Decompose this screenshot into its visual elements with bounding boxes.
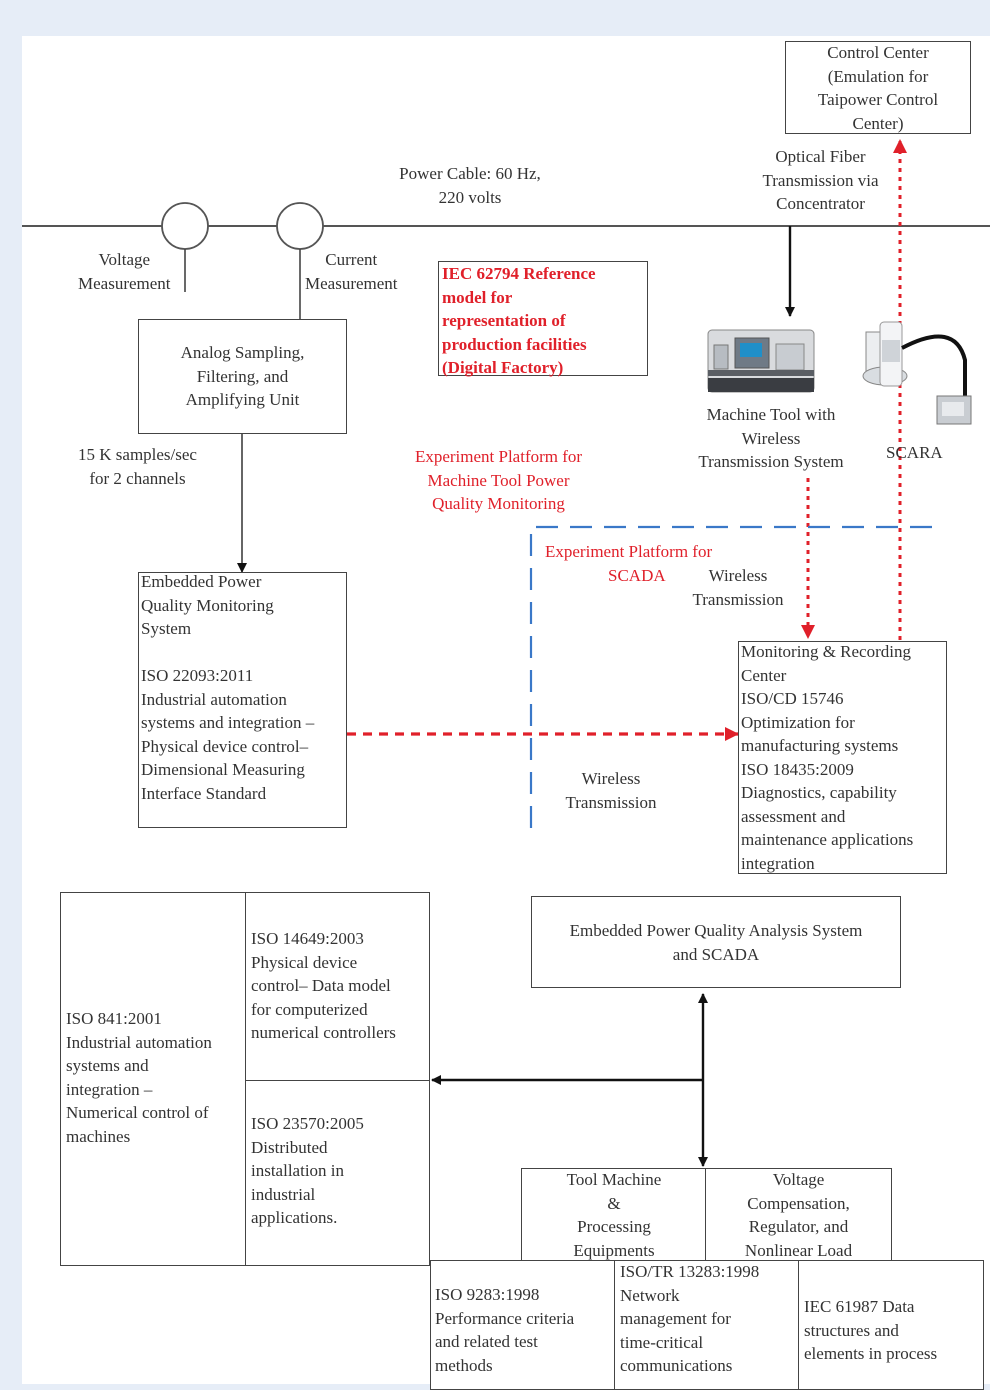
scara-robot-image <box>862 321 972 425</box>
tool-machine-label: Tool Machine & Processing Equipments <box>566 1170 662 1260</box>
iso841-label: ISO 841:2001 Industrial automation syste… <box>66 1009 212 1146</box>
power-cable-label: Power Cable: 60 Hz, 220 volts <box>399 164 541 207</box>
iec61987-box <box>798 1260 984 1390</box>
analog-unit-label: Analog Sampling, Filtering, and Amplifyi… <box>180 343 305 409</box>
iec61987-label: IEC 61987 Data structures and elements i… <box>804 1297 938 1363</box>
iso841-box <box>60 892 247 1266</box>
iso9283-label: ISO 9283:1998 Performance criteria and r… <box>435 1285 575 1375</box>
wireless-top-label: Wireless Transmission <box>692 566 784 609</box>
scara-label: SCARA <box>886 443 943 462</box>
voltage-compensation-label: Voltage Compensation, Regulator, and Non… <box>744 1170 853 1260</box>
voltage-compensation-box <box>705 1168 892 1262</box>
samples-label: 15 K samples/sec for 2 channels <box>78 445 197 488</box>
wireless-mid-label: Wireless Transmission <box>565 769 657 812</box>
machine-tool-image <box>707 329 815 393</box>
iso14649-label: ISO 14649:2003 Physical device control– … <box>251 929 396 1042</box>
iso9283-box <box>430 1260 616 1390</box>
iso13283-box <box>614 1260 800 1390</box>
machine-tool-label: Machine Tool with Wireless Transmission … <box>698 405 844 471</box>
iso14649-box <box>245 892 430 1082</box>
control-center-box <box>785 41 971 134</box>
iso23570-label: ISO 23570:2005 Distributed installation … <box>251 1114 364 1227</box>
current-sensor-circle <box>276 202 324 250</box>
platform-scada-label-line1: Experiment Platform for <box>545 542 713 561</box>
iso23570-box <box>245 1080 430 1266</box>
embedded-system-label: Embedded Power Quality Monitoring System… <box>141 572 315 803</box>
analog-unit-box <box>138 319 347 434</box>
analysis-system-label: Embedded Power Quality Analysis System a… <box>569 921 863 964</box>
monitoring-center-label: Monitoring & Recording Center ISO/CD 157… <box>741 642 914 873</box>
voltage-sensor-circle <box>161 202 209 250</box>
tool-machine-box <box>521 1168 707 1262</box>
current-measurement-label: Current Measurement <box>305 250 398 293</box>
optical-fiber-label: Optical Fiber Transmission via Concentra… <box>762 147 879 213</box>
monitoring-center-box <box>738 641 947 874</box>
platform-power-label: Experiment Platform for Machine Tool Pow… <box>414 447 583 513</box>
platform-scada-label-line2: SCADA <box>608 566 666 585</box>
iec62794-label: IEC 62794 Reference model for representa… <box>442 264 596 377</box>
embedded-system-box <box>138 572 347 828</box>
iec62794-box <box>438 261 648 376</box>
voltage-measurement-label: Voltage Measurement <box>78 250 171 293</box>
control-center-label: Control Center (Emulation for Taipower C… <box>817 43 939 133</box>
analysis-system-box <box>531 896 901 988</box>
iso13283-label: ISO/TR 13283:1998 Network management for… <box>620 1262 760 1375</box>
